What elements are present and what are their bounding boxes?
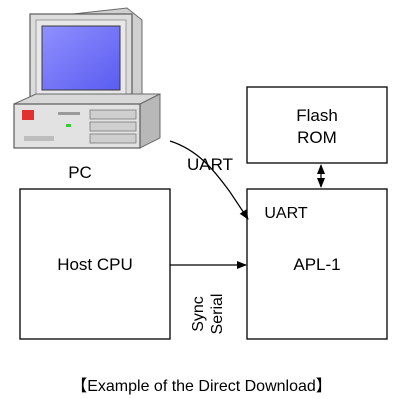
case-power-led	[66, 124, 71, 127]
flash-rom-box	[246, 86, 388, 164]
uart-pc-label: UART	[187, 155, 233, 174]
diagram-caption: 【Example of the Direct Download】	[71, 378, 332, 395]
flash-rom-label-line1: Flash	[296, 106, 338, 125]
pc-uart-connector	[169, 140, 249, 220]
host-cpu-label: Host CPU	[57, 255, 133, 274]
pc-label: PC	[68, 163, 92, 182]
case-red-badge	[22, 110, 34, 120]
sync-serial-label-line1: Sync	[190, 296, 207, 332]
apl1-box	[246, 188, 388, 340]
sync-serial-label-line2: Serial	[209, 294, 226, 335]
flash-rom-label-line2: ROM	[297, 128, 337, 147]
host-cpu-box	[19, 188, 171, 340]
desktop-computer-icon	[13, 7, 161, 149]
uart-port-label: UART	[264, 205, 307, 222]
apl1-label: APL-1	[293, 255, 340, 274]
